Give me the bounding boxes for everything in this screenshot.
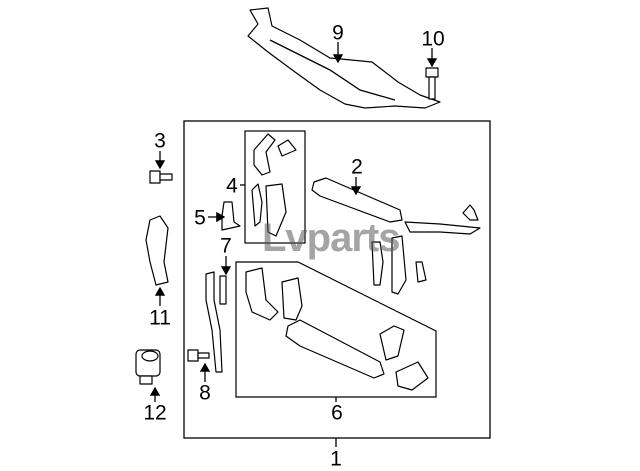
callout-4: 4 xyxy=(226,174,238,198)
callout-10: 10 xyxy=(421,27,445,51)
leader-lines xyxy=(149,42,438,447)
callout-11: 11 xyxy=(149,306,171,330)
part-5-bracket xyxy=(221,201,241,231)
callout-2: 2 xyxy=(351,155,363,179)
part-3-bolt xyxy=(149,170,173,184)
callout-9: 9 xyxy=(332,21,344,45)
callout-1: 1 xyxy=(330,447,342,471)
assembly-frame xyxy=(183,120,491,439)
group-4-frame xyxy=(244,130,306,244)
part-9-splash-shield xyxy=(247,7,441,109)
part-10-bolt xyxy=(425,67,439,100)
callout-5: 5 xyxy=(194,206,206,230)
part-11-deflector xyxy=(145,215,169,286)
callout-8: 8 xyxy=(199,381,211,405)
callout-7: 7 xyxy=(220,234,232,258)
callout-6: 6 xyxy=(331,401,343,425)
callout-12: 12 xyxy=(143,401,167,425)
part-2-upper-support xyxy=(311,177,403,223)
part-6-lower-support xyxy=(285,319,385,379)
part-8-bolt xyxy=(187,349,210,362)
part-2-extension xyxy=(404,221,481,235)
watermark: Lvparts xyxy=(262,216,400,260)
part-7-bracket xyxy=(205,271,223,373)
part-12-sensor xyxy=(135,349,161,385)
group-6-frame xyxy=(235,261,437,398)
callout-3: 3 xyxy=(154,129,166,153)
